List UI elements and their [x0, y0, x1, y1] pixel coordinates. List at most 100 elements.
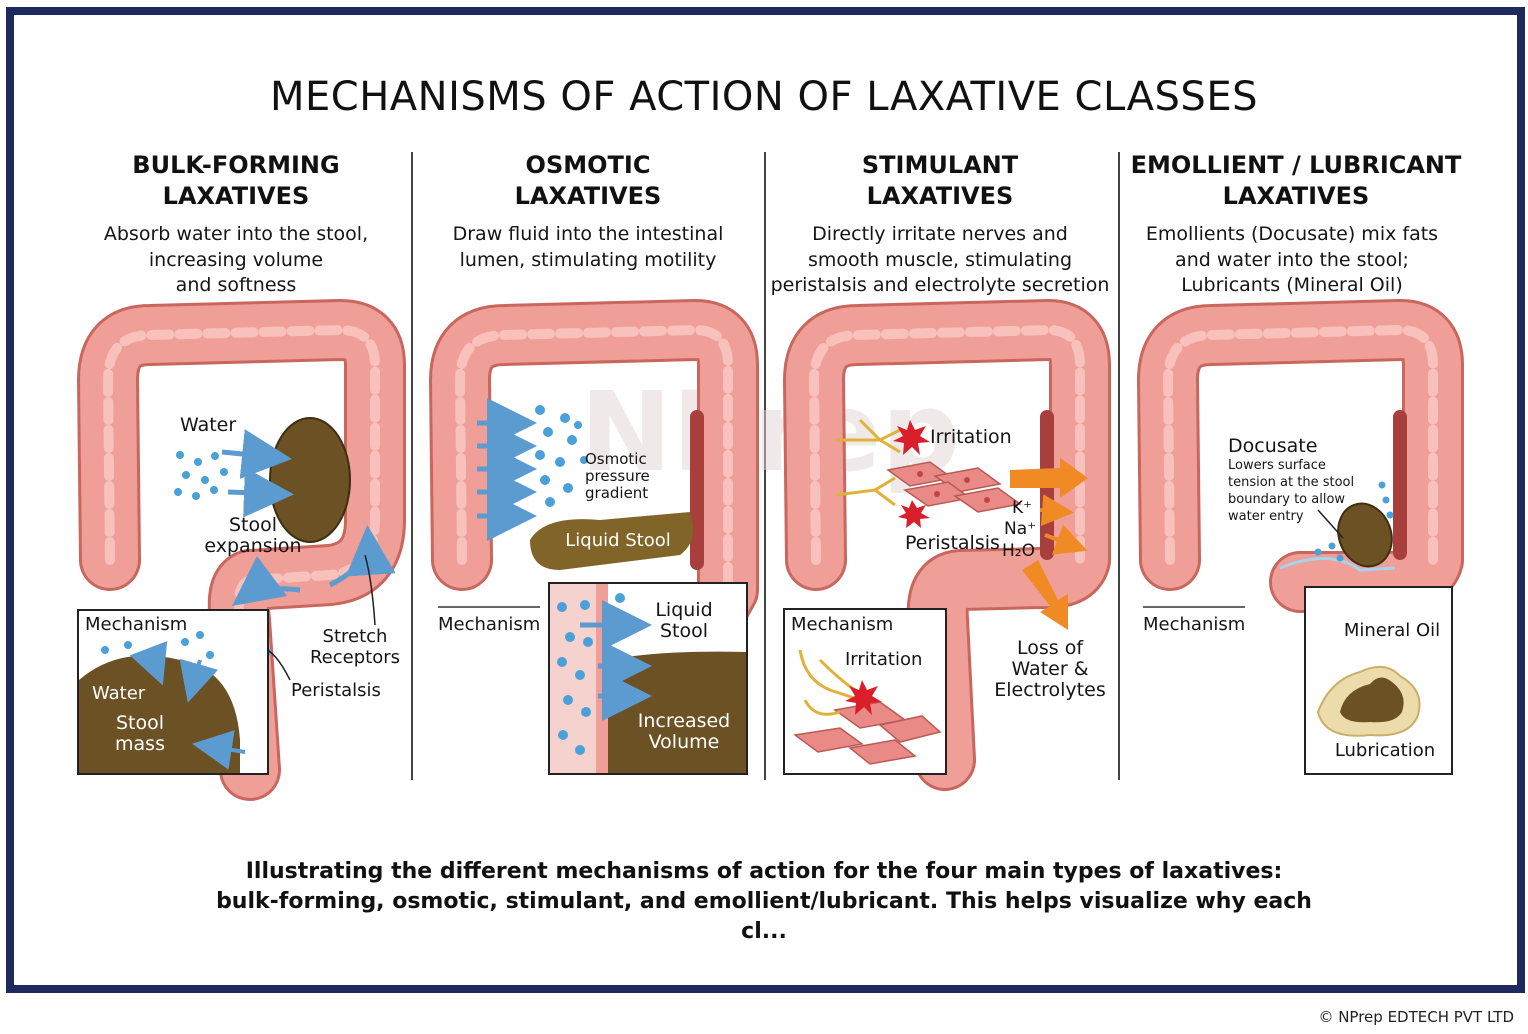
stimulant-mechanism-label: Mechanism — [791, 614, 893, 635]
osmotic-droplets-icon — [535, 405, 588, 507]
inset-liquid-stool-label-2: Stool — [660, 620, 708, 642]
column-divider-3 — [1118, 152, 1120, 780]
osmotic-heading: OSMOTIC LAXATIVES — [412, 150, 764, 212]
caption-line-2: bulk-forming, osmotic, stimulant, and em… — [216, 889, 1312, 914]
water-arrow-icon — [227, 467, 294, 518]
stimulant-peristalsis-label: Peristalsis — [905, 532, 1000, 554]
loss-label-1: Loss of — [1017, 637, 1084, 659]
water-label: Water — [180, 414, 236, 436]
caption-line-3: cl... — [741, 919, 787, 944]
osmotic-mechanism-label: Mechanism — [438, 614, 540, 635]
bulk-desc-line1: Absorb water into the stool, — [103, 223, 369, 245]
bulk-heading-line2: LAXATIVES — [162, 182, 310, 210]
bulk-desc-line2: increasing volume — [148, 248, 324, 271]
osmotic-gradient-label-3: gradient — [585, 484, 648, 502]
osmotic-description: Draw fluid into the intestinal lumen, st… — [412, 222, 764, 273]
osmotic-mechanism-inset — [548, 582, 748, 775]
bulk-mechanism-inset — [77, 609, 269, 775]
docusate-note-3: boundary to allow — [1228, 492, 1345, 507]
bulk-forming-description: Absorb water into the stool, increasing … — [60, 222, 412, 299]
lubrication-label: Lubrication — [1335, 740, 1435, 761]
stimulant-desc-line1: Directly irritate nerves and — [812, 223, 1068, 245]
electrolyte-arrow-icon — [1039, 494, 1074, 527]
increased-volume-label-1: Increased — [638, 710, 730, 732]
stimulant-description: Directly irritate nerves and smooth musc… — [764, 222, 1116, 299]
mineral-oil-label: Mineral Oil — [1344, 620, 1440, 641]
osmotic-gradient-label-2: pressure — [585, 467, 650, 485]
copyright-notice: © NPrep EDTECH PVT LTD — [1318, 1008, 1514, 1026]
bulk-mechanism-label: Mechanism — [85, 614, 187, 635]
inset-water-label: Water — [92, 683, 146, 704]
pointer-line — [1317, 509, 1344, 539]
potassium-label: K⁺ — [1012, 498, 1032, 518]
emollient-desc-line1: Emollients (Docusate) mix fats — [1145, 223, 1439, 245]
docusate-note-2: tension at the stool — [1228, 475, 1354, 490]
irritation-label: Irritation — [930, 426, 1012, 448]
osmotic-colon-illustration — [429, 299, 759, 671]
peristalsis-arrow-icon — [328, 525, 396, 588]
electrolyte-arrow-icon — [1044, 524, 1088, 555]
page-title: MECHANISMS OF ACTION OF LAXATIVE CLASSES — [270, 74, 1258, 120]
inset-irritation-label: Irritation — [845, 649, 922, 670]
osmotic-arrows-icon — [477, 398, 537, 541]
loss-label-2: Water & — [1011, 658, 1088, 680]
docusate-note-1: Lowers surface — [1228, 458, 1326, 473]
stimulant-heading-line1: STIMULANT — [861, 151, 1019, 179]
emollient-heading: EMOLLIENT / LUBRICANT LAXATIVES — [1118, 150, 1474, 212]
bulk-forming-heading: BULK-FORMING LAXATIVES — [60, 150, 412, 212]
emollient-desc-line2: and water into the stool; — [1175, 248, 1409, 271]
coated-stool-icon — [1337, 502, 1393, 568]
caption-line-1: Illustrating the different mechanisms of… — [245, 859, 1283, 884]
docusate-droplets-icon — [1314, 481, 1394, 562]
docusate-label: Docusate — [1228, 435, 1317, 457]
stimulant-desc-line3: peristalsis and electrolyte secretion — [770, 274, 1110, 296]
water-droplets-icon — [174, 451, 228, 500]
stool-expansion-label-2: expansion — [204, 535, 301, 557]
increased-volume-label-2: Volume — [649, 731, 720, 753]
stool-mass-label-1: Stool — [116, 712, 164, 734]
emollient-heading-line1: EMOLLIENT / LUBRICANT — [1130, 151, 1462, 179]
water-arrow-icon — [221, 429, 292, 479]
expanded-stool-icon — [269, 417, 351, 543]
loss-arrow-icon — [1022, 560, 1068, 630]
figure-caption: Illustrating the different mechanisms of… — [150, 857, 1378, 947]
inset-liquid-stool-label-1: Liquid — [655, 599, 712, 621]
stretch-receptors-label-1: Stretch — [323, 626, 388, 647]
peristalsis-label: Peristalsis — [291, 680, 381, 701]
emollient-desc-line3: Lubricants (Mineral Oil) — [1181, 274, 1403, 296]
osmotic-desc-line2: lumen, stimulating motility — [459, 248, 717, 271]
docusate-note-4: water entry — [1228, 509, 1304, 524]
stimulant-heading: STIMULANT LAXATIVES — [764, 150, 1116, 212]
loss-label-3: Electrolytes — [994, 679, 1105, 701]
bulk-heading-line1: BULK-FORMING — [132, 151, 340, 179]
emollient-mechanism-label: Mechanism — [1143, 614, 1245, 635]
osmotic-heading-line1: OSMOTIC — [525, 151, 651, 179]
stimulant-mechanism-inset — [783, 608, 947, 775]
sodium-label: Na⁺ — [1004, 519, 1036, 539]
emollient-colon-illustration — [1137, 299, 1464, 613]
stool-mass-label-2: mass — [115, 733, 165, 755]
osmotic-desc-line1: Draw fluid into the intestinal — [452, 223, 724, 245]
column-divider-2 — [764, 152, 766, 780]
water-h2o-label: H₂O — [1002, 541, 1035, 561]
osmotic-gradient-label-1: Osmotic — [585, 450, 647, 468]
liquid-stool-label: Liquid Stool — [565, 530, 671, 551]
column-divider-1 — [411, 152, 413, 780]
nerve-cells-icon — [835, 418, 1022, 513]
bulk-desc-line3: and softness — [175, 274, 297, 296]
lubricant-mechanism-inset — [1304, 586, 1453, 775]
liquid-stool-icon — [530, 512, 694, 570]
stimulant-heading-line2: LAXATIVES — [866, 182, 1014, 210]
lubricant-film-icon — [1279, 557, 1396, 572]
emollient-heading-line2: LAXATIVES — [1222, 182, 1370, 210]
osmotic-heading-line2: LAXATIVES — [514, 182, 662, 210]
stimulant-desc-line2: smooth muscle, stimulating — [807, 248, 1073, 271]
irritation-burst-icon — [893, 420, 930, 455]
secretion-arrow-icon — [1010, 458, 1088, 498]
stretch-receptors-label-2: Receptors — [310, 647, 400, 668]
irritation-burst-icon — [898, 500, 930, 528]
pointer-line — [364, 554, 376, 626]
stool-expansion-label-1: Stool — [229, 514, 277, 536]
peristalsis-arrow-icon — [231, 556, 301, 606]
